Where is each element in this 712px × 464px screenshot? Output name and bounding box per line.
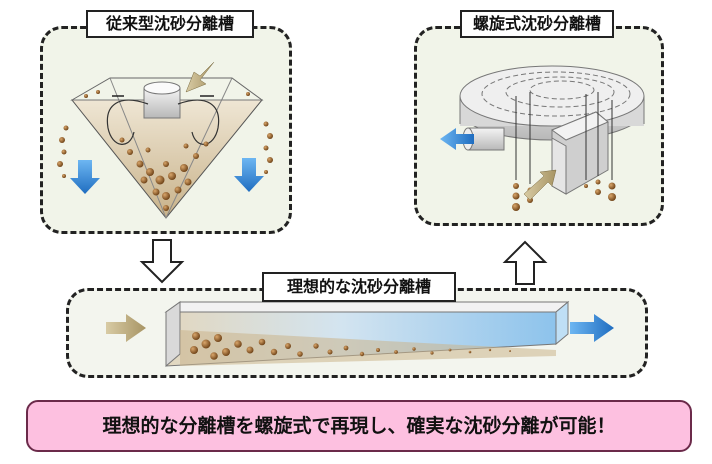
down-transition-arrow: [139, 239, 185, 284]
up-transition-arrow: [502, 240, 548, 285]
ideal-tank-title: 理想的な沈砂分離槽: [262, 272, 456, 302]
conventional-tank-title: 従来型沈砂分離槽: [86, 10, 254, 38]
ideal-tank-illustration: [106, 300, 614, 368]
conclusion-banner: 理想的な分離槽を螺旋式で再現し、確実な沈砂分離が可能！: [26, 400, 692, 452]
spiral-tank-illustration: [440, 65, 645, 211]
spiral-tank-title: 螺旋式沈砂分離槽: [460, 10, 614, 38]
conventional-tank-illustration: [57, 61, 273, 219]
